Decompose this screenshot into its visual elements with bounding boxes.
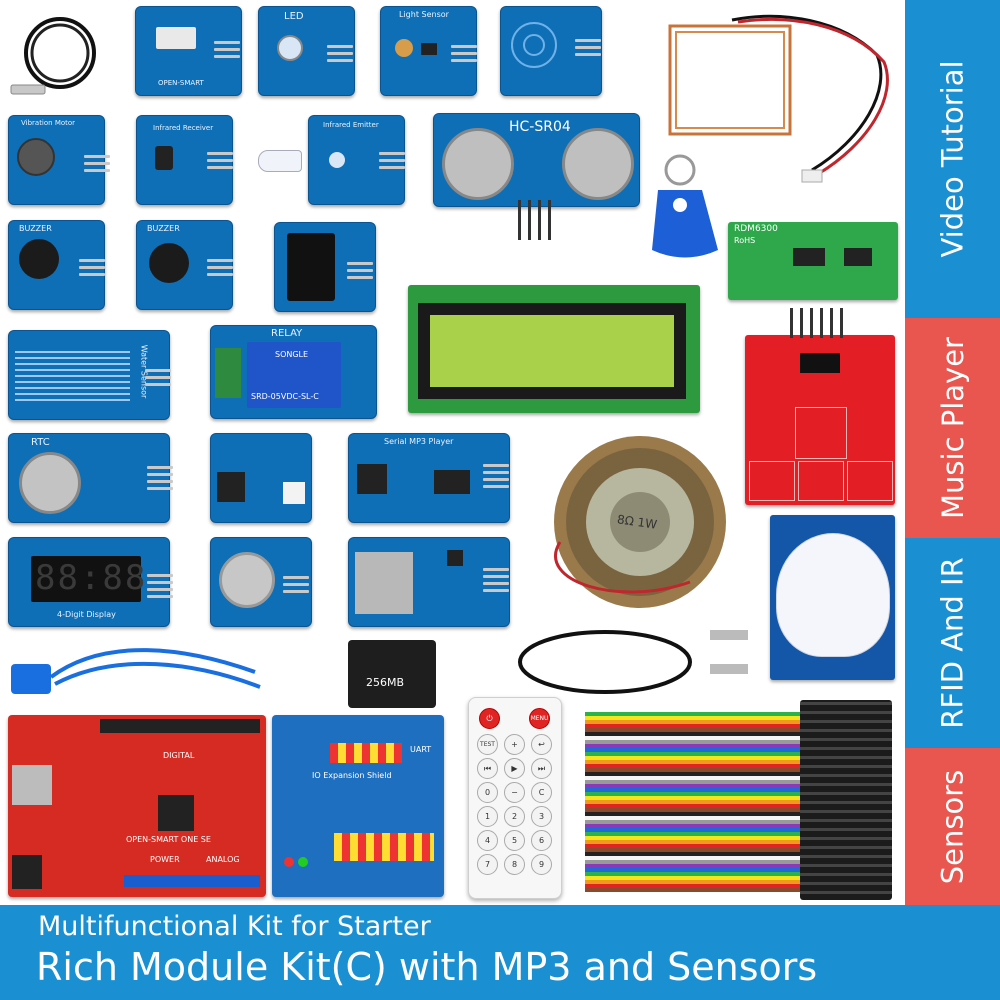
remote-key[interactable]: 5 <box>504 830 525 851</box>
remote-key[interactable]: 8 <box>504 854 525 875</box>
remote-key[interactable]: 2 <box>504 806 525 827</box>
remote-key[interactable]: TEST <box>477 734 498 755</box>
remote-key[interactable]: ▶ <box>504 758 525 779</box>
banner-title: Rich Module Kit(C) with MP3 and Sensors <box>36 945 818 989</box>
relay-brand-label: SONGLE <box>275 350 309 359</box>
rfid-coil-image <box>668 14 889 183</box>
shield-uart-label: UART <box>410 745 432 754</box>
serial-mp3-module: Serial MP3 Player <box>348 433 510 523</box>
ultrasonic-module: HC-SR04 <box>433 113 640 207</box>
side-segment-rfid-ir: RFID And IR <box>905 538 1000 748</box>
four-digit-display-module: 88:88 4-Digit Display <box>8 537 173 627</box>
touch-keypad-module <box>745 335 895 505</box>
vibration-motor-module: Vibration Motor <box>8 115 110 205</box>
led-module: LED <box>258 6 355 96</box>
rtc-label: RTC <box>31 437 50 448</box>
ultrasonic-label: HC-SR04 <box>509 119 571 135</box>
ir-remote: ⏻ MENU TEST + ↩ ⏮ ▶ ⏭ 0 − C 1 2 3 4 5 6 … <box>468 697 562 899</box>
banner-subtitle: Multifunctional Kit for Starter <box>38 911 431 942</box>
side-segment-video-tutorial: Video Tutorial <box>905 0 1000 318</box>
rtc-module: RTC <box>8 433 173 523</box>
dupont-wires-image <box>585 712 805 892</box>
sd-card-label: 256MB <box>366 676 405 689</box>
remote-key[interactable]: ↩ <box>531 734 552 755</box>
rfid-tag-image <box>652 154 718 258</box>
relay-module: RELAY SONGLE SRD-05VDC-SL-C <box>210 325 377 419</box>
rotary-potentiometer-module <box>210 537 312 627</box>
remote-key[interactable]: C <box>531 782 552 803</box>
side-segment-label: Sensors <box>935 769 970 884</box>
remote-key[interactable]: 9 <box>531 854 552 875</box>
light-sensor-label: Light Sensor <box>399 10 449 19</box>
micro-sd-card: 256MB <box>348 640 436 708</box>
side-segment-label: RFID And IR <box>935 557 970 729</box>
speaker-image <box>554 436 726 608</box>
relay-model-label: SRD-05VDC-SL-C <box>251 392 319 401</box>
shield-label: IO Expansion Shield <box>312 771 392 780</box>
pir-sensor-module <box>770 515 895 680</box>
board-label: OPEN-SMART ONE SE <box>126 835 211 844</box>
audio-amplifier-module <box>210 433 312 523</box>
ir-led-image <box>258 150 302 172</box>
serial-mp3-label: Serial MP3 Player <box>384 437 454 446</box>
remote-key[interactable]: 1 <box>477 806 498 827</box>
light-sensor-module: Light Sensor <box>380 6 477 96</box>
buzzer-label: BUZZER <box>147 224 180 233</box>
rfid-reader-module: RDM6300 RoHS <box>728 222 898 300</box>
vibration-motor-label: Vibration Motor <box>21 119 76 127</box>
rfid-reader-label: RDM6300 <box>734 224 778 234</box>
dupont-connectors <box>800 700 892 900</box>
remote-menu-button[interactable]: MENU <box>529 708 550 729</box>
passive-buzzer-module: BUZZER <box>136 220 233 310</box>
infrared-emitter-label: Infrared Emitter <box>323 121 379 129</box>
infrared-receiver-label: Infrared Receiver <box>153 124 214 132</box>
remote-key[interactable]: 4 <box>477 830 498 851</box>
rocker-switch-module <box>274 222 376 312</box>
infrared-emitter-module: Infrared Emitter <box>308 115 405 205</box>
remote-power-button[interactable]: ⏻ <box>479 708 500 729</box>
remote-key[interactable]: − <box>504 782 525 803</box>
led-label: LED <box>284 11 304 22</box>
remote-key[interactable]: 0 <box>477 782 498 803</box>
keypad-pins <box>790 308 850 338</box>
lcd-1602-module <box>408 285 700 413</box>
sd-card-module <box>348 537 510 627</box>
temperature-module: OPEN-SMART <box>135 6 242 96</box>
active-buzzer-module: BUZZER <box>8 220 105 310</box>
board-power-label: POWER <box>150 855 180 864</box>
side-segment-label: Music Player <box>935 337 970 519</box>
temperature-probe-image <box>10 17 96 95</box>
board-analog-label: ANALOG <box>206 855 240 864</box>
relay-label: RELAY <box>271 328 303 339</box>
remote-key[interactable]: + <box>504 734 525 755</box>
side-segment-label: Video Tutorial <box>935 60 970 258</box>
remote-key[interactable]: 7 <box>477 854 498 875</box>
rfid-rohs-label: RoHS <box>734 236 756 245</box>
ultrasonic-pins <box>516 200 556 240</box>
audio-cable-image <box>518 630 748 694</box>
buzzer-label: BUZZER <box>19 224 52 233</box>
remote-key[interactable]: ⏭ <box>531 758 552 779</box>
infrared-receiver-module: Infrared Receiver <box>136 115 233 205</box>
bottom-banner: Multifunctional Kit for Starter Rich Mod… <box>0 905 1000 1000</box>
usb-cable-image <box>11 648 261 694</box>
remote-key[interactable]: 3 <box>531 806 552 827</box>
water-sensor-module: Water Sensor <box>8 330 171 420</box>
side-segment-sensors: Sensors <box>905 748 1000 905</box>
touch-sensor-module <box>500 6 602 96</box>
remote-key[interactable]: ⏮ <box>477 758 498 779</box>
io-expansion-shield: UART IO Expansion Shield <box>272 715 444 897</box>
display-digits: 88:88 <box>35 558 148 598</box>
open-smart-board: DIGITAL OPEN-SMART ONE SE POWER ANALOG <box>8 715 266 897</box>
display-label: 4-Digit Display <box>57 610 116 619</box>
board-digital-label: DIGITAL <box>163 751 195 760</box>
remote-key[interactable]: 6 <box>531 830 552 851</box>
open-smart-label: OPEN-SMART <box>158 79 204 87</box>
side-segment-music-player: Music Player <box>905 318 1000 538</box>
